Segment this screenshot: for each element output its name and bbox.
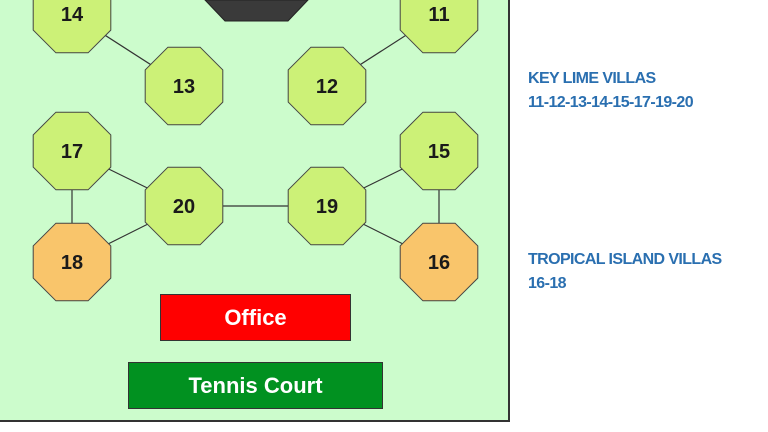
villa-octagon xyxy=(399,222,479,302)
villa-20[interactable]: 20 xyxy=(144,166,224,246)
villa-19[interactable]: 19 xyxy=(287,166,367,246)
villa-17[interactable]: 17 xyxy=(32,111,112,191)
villa-octagon xyxy=(287,46,367,126)
legend-key-lime-title: KEY LIME VILLAS xyxy=(528,70,656,87)
villa-number: 20 xyxy=(173,196,195,218)
villa-markers: 14 11 13 12 17 15 20 19 18 16 xyxy=(32,0,479,302)
villa-12[interactable]: 12 xyxy=(287,46,367,126)
villa-octagon xyxy=(287,166,367,246)
villa-octagon xyxy=(144,166,224,246)
legend-tropical-units: 16-18 xyxy=(528,275,567,292)
top-building xyxy=(204,0,309,22)
villa-18[interactable]: 18 xyxy=(32,222,112,302)
villa-octagon xyxy=(32,111,112,191)
villa-number: 16 xyxy=(428,252,450,274)
villa-number: 17 xyxy=(61,141,83,163)
villa-11[interactable]: 11 xyxy=(399,0,479,54)
villa-number: 13 xyxy=(173,76,195,98)
villa-number: 11 xyxy=(428,4,449,26)
villa-14[interactable]: 14 xyxy=(32,0,112,54)
legend-key-lime-units: 11-12-13-14-15-17-19-20 xyxy=(528,94,694,111)
villa-16[interactable]: 16 xyxy=(399,222,479,302)
connection-lines xyxy=(71,13,440,263)
villa-number: 19 xyxy=(316,196,338,218)
villa-13[interactable]: 13 xyxy=(144,46,224,126)
villa-15[interactable]: 15 xyxy=(399,111,479,191)
villa-diagram: 14 11 13 12 17 15 20 19 18 16 xyxy=(32,0,479,302)
tennis-court[interactable]: Tennis Court xyxy=(128,362,383,409)
office-building[interactable]: Office xyxy=(160,294,351,341)
legend-tropical-title: TROPICAL ISLAND VILLAS xyxy=(528,251,722,268)
villa-number: 15 xyxy=(428,141,450,163)
legend-key-lime: KEY LIME VILLAS 11-12-13-14-15-17-19-20 xyxy=(528,67,694,115)
villa-octagon xyxy=(399,0,479,54)
villa-octagon xyxy=(399,111,479,191)
villa-number: 12 xyxy=(316,76,338,98)
legend-tropical: TROPICAL ISLAND VILLAS 16-18 xyxy=(528,248,722,296)
villa-octagon xyxy=(32,0,112,54)
resort-map: 14 11 13 12 17 15 20 19 18 16 Office Tennis Court xyxy=(0,0,510,422)
villa-number: 18 xyxy=(61,252,83,274)
villa-octagon xyxy=(32,222,112,302)
villa-octagon xyxy=(144,46,224,126)
villa-number: 14 xyxy=(61,4,84,26)
